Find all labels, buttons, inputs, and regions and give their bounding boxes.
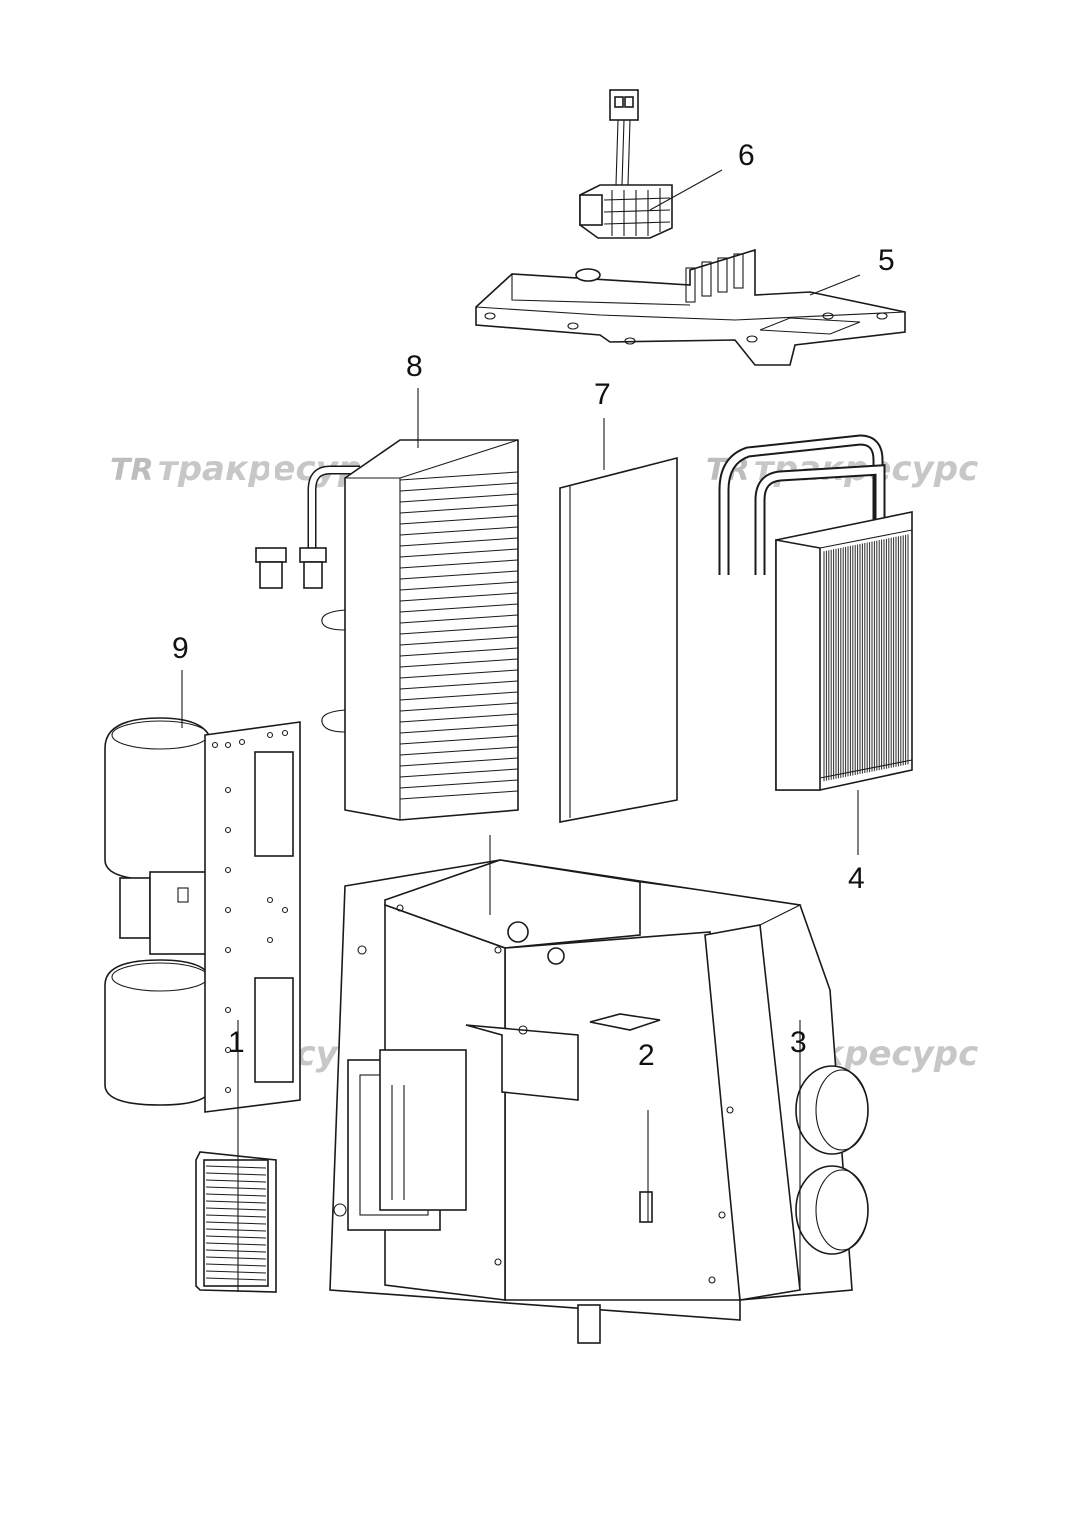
callout-3: 3 bbox=[790, 1026, 807, 1059]
callout-6: 6 bbox=[738, 139, 755, 172]
callout-9: 9 bbox=[172, 632, 189, 665]
part-4-radiator bbox=[718, 434, 913, 791]
part-7-pad bbox=[559, 456, 678, 823]
watermark-logo: TR bbox=[110, 453, 154, 488]
part-9-blower bbox=[104, 717, 301, 1113]
part-3-housing bbox=[329, 835, 869, 1344]
callout-5: 5 bbox=[878, 244, 895, 277]
part-5-bracket bbox=[475, 248, 906, 366]
callout-2: 2 bbox=[638, 1039, 655, 1072]
part-8-heater-core bbox=[255, 437, 519, 821]
callout-7: 7 bbox=[594, 378, 611, 411]
radiator-fins bbox=[823, 534, 909, 782]
callout-1: 1 bbox=[228, 1026, 245, 1059]
leader-lines bbox=[181, 169, 861, 1292]
part-6-connector bbox=[579, 89, 673, 239]
callout-4: 4 bbox=[848, 862, 865, 895]
heater-core-fins bbox=[399, 471, 519, 800]
callout-8: 8 bbox=[406, 350, 423, 383]
filter-pleats bbox=[205, 1165, 267, 1281]
part-1-filter bbox=[195, 1151, 277, 1293]
